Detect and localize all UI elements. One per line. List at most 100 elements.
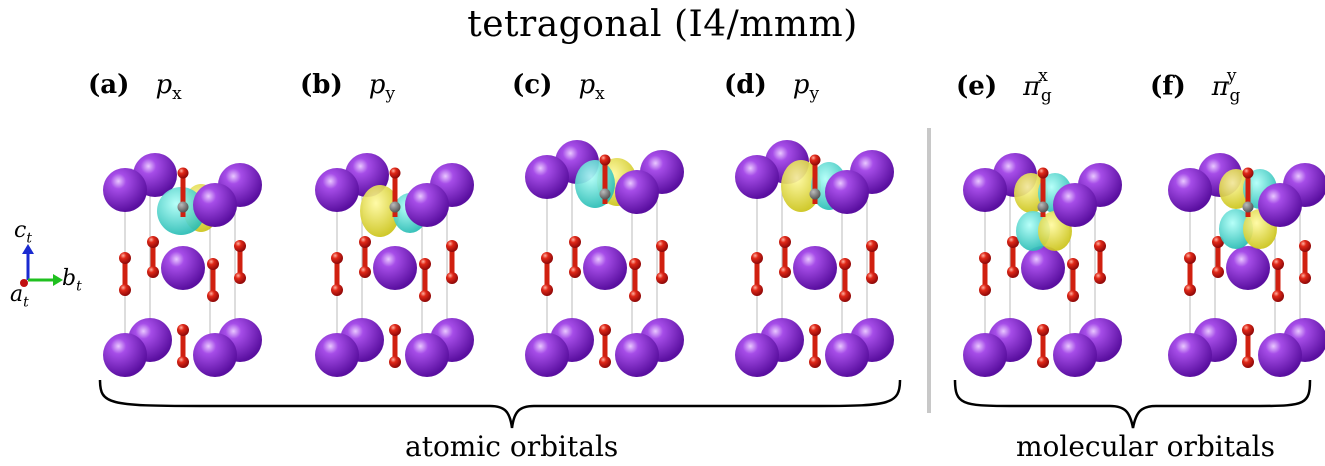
small-atom — [569, 236, 581, 248]
orbital-subscript: g — [1229, 85, 1241, 106]
orbital-lobe — [1219, 169, 1253, 209]
large-atom — [615, 170, 659, 214]
small-atom — [979, 284, 991, 296]
small-atom — [119, 284, 131, 296]
small-atom — [359, 266, 371, 278]
orbital-lobe — [360, 185, 400, 237]
small-atom — [234, 240, 246, 252]
large-atom — [193, 333, 237, 377]
large-atom — [963, 333, 1007, 377]
small-atom — [1037, 356, 1049, 368]
group-separator — [927, 128, 931, 413]
small-atom — [866, 240, 878, 252]
small-atom — [599, 324, 611, 336]
small-atom — [1272, 290, 1284, 302]
small-atom — [866, 272, 878, 284]
panel-label-e: (e)πxg — [956, 66, 1061, 106]
small-atom — [1184, 284, 1196, 296]
large-atom — [161, 246, 205, 290]
large-atom — [1258, 333, 1302, 377]
b-axis-label: bt — [62, 266, 82, 295]
large-atom — [963, 168, 1007, 212]
small-atom — [446, 240, 458, 252]
unit-cell-b — [315, 153, 474, 377]
small-atom — [147, 236, 159, 248]
small-atom — [1094, 240, 1106, 252]
large-atom — [405, 333, 449, 377]
orbital-superscript: x — [1038, 66, 1048, 86]
small-atom — [599, 356, 611, 368]
small-atom — [751, 284, 763, 296]
small-atom — [839, 258, 851, 270]
small-atom — [1242, 167, 1254, 179]
small-atom — [629, 258, 641, 270]
large-atom — [315, 168, 359, 212]
large-atom — [1168, 168, 1212, 212]
orbital-subscript: y — [809, 84, 820, 105]
c-axis-label: ct — [14, 218, 32, 247]
small-atom — [1007, 236, 1019, 248]
small-atom — [1037, 324, 1049, 336]
small-atom — [207, 290, 219, 302]
small-atom — [419, 258, 431, 270]
large-atom — [825, 170, 869, 214]
panel-label-a: (a)px — [88, 70, 182, 104]
small-atom — [234, 272, 246, 284]
panel-label-b: (b)py — [300, 70, 395, 104]
small-atom — [569, 266, 581, 278]
atomic-brace — [98, 379, 902, 429]
small-atom — [809, 356, 821, 368]
orbital-subscript: y — [385, 84, 396, 105]
small-atom — [809, 154, 821, 166]
small-atom — [1212, 236, 1224, 248]
panel-tag: (d) — [724, 70, 767, 100]
orbital-lobe — [781, 160, 821, 212]
panel-tag: (a) — [88, 70, 130, 100]
orbital-subscript: x — [172, 84, 182, 105]
small-atom — [119, 252, 131, 264]
small-atom — [359, 236, 371, 248]
small-atom — [446, 272, 458, 284]
small-atom — [1067, 290, 1079, 302]
large-atom — [193, 183, 237, 227]
panel-label-c: (c)px — [512, 70, 605, 104]
small-atom — [389, 167, 401, 179]
small-atom — [389, 201, 401, 213]
large-atom — [825, 333, 869, 377]
small-atom — [331, 284, 343, 296]
a-axis-dot — [20, 279, 28, 287]
unit-cell-c — [525, 140, 684, 377]
small-atom — [419, 290, 431, 302]
molecular-orbitals-label: molecular orbitals — [1016, 430, 1275, 463]
panel-tag: (f) — [1150, 71, 1186, 102]
large-atom — [1053, 183, 1097, 227]
large-atom — [373, 246, 417, 290]
small-atom — [1007, 266, 1019, 278]
figure-title: tetragonal (I4/mmm) — [467, 4, 858, 45]
orbital-symbol: π — [1023, 71, 1041, 102]
large-atom — [793, 246, 837, 290]
small-atom — [1037, 201, 1049, 213]
orbital-superscript: y — [1226, 66, 1237, 86]
small-atom — [1184, 252, 1196, 264]
small-atom — [809, 188, 821, 200]
small-atom — [541, 252, 553, 264]
b-axis-arrowhead — [53, 274, 63, 286]
unit-cell-d — [735, 140, 894, 377]
large-atom — [525, 155, 569, 199]
molecular-brace — [953, 379, 1312, 429]
large-atom — [1053, 333, 1097, 377]
small-atom — [389, 356, 401, 368]
panel-label-f: (f)πyg — [1150, 66, 1249, 106]
small-atom — [656, 240, 668, 252]
atomic-orbitals-label: atomic orbitals — [405, 430, 619, 463]
panel-tag: (b) — [300, 70, 343, 100]
large-atom — [1021, 246, 1065, 290]
small-atom — [839, 290, 851, 302]
a-axis-label: at — [10, 282, 29, 311]
large-atom — [405, 183, 449, 227]
panel-label-d: (d) py — [724, 70, 819, 104]
orbital-symbol: p — [792, 70, 810, 100]
unit-cell-e — [963, 153, 1122, 377]
